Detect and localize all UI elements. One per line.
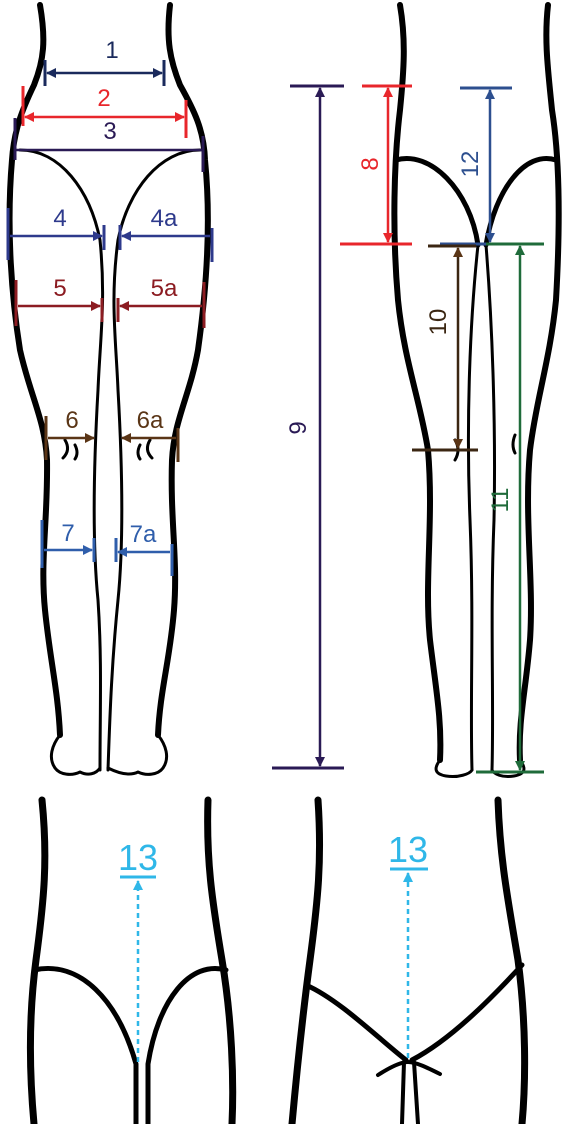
- back-right-outline: [520, 5, 559, 760]
- crotch-back-inner-legs: [402, 1062, 418, 1124]
- label-7: 7: [61, 520, 74, 547]
- front-left-outline: [10, 5, 60, 735]
- label-5: 5: [53, 275, 66, 302]
- label-8: 8: [357, 157, 384, 170]
- front-left-inner-leg: [20, 150, 103, 770]
- front-left-knee: [63, 440, 77, 459]
- label-3: 3: [103, 118, 116, 145]
- crotch-front-left-curve: [34, 968, 136, 1124]
- label-6: 6: [65, 407, 78, 434]
- front-right-inner-leg: [108, 150, 200, 770]
- crotch-back-right-outline: [498, 800, 525, 1124]
- back-view-figure: [394, 5, 558, 777]
- label-13-front: 13: [118, 837, 158, 878]
- front-right-outline: [158, 5, 208, 735]
- crotch-back-left-curve: [306, 985, 406, 1060]
- crotch-back-left-outline: [292, 800, 320, 1124]
- label-10: 10: [425, 309, 452, 336]
- front-left-foot: [51, 735, 100, 774]
- label-13-back: 13: [388, 829, 428, 870]
- label-5a: 5a: [151, 275, 178, 302]
- label-1: 1: [105, 37, 118, 64]
- measurement-13-back: [390, 869, 428, 1058]
- front-right-foot: [108, 735, 167, 774]
- label-7a: 7a: [130, 521, 157, 548]
- crotch-front-right-outline: [208, 800, 233, 1124]
- crotch-front-left-outline: [31, 800, 45, 1124]
- label-6a: 6a: [137, 407, 164, 434]
- back-left-outline: [394, 5, 440, 760]
- label-4: 4: [53, 205, 66, 232]
- label-4a: 4a: [151, 205, 178, 232]
- label-9: 9: [285, 421, 312, 434]
- label-2: 2: [97, 85, 110, 112]
- back-right-knee: [513, 435, 515, 453]
- crotch-front-right-curve: [148, 968, 226, 1124]
- label-11: 11: [487, 488, 514, 513]
- back-right-buttock: [486, 158, 556, 245]
- back-left-inner-leg: [468, 245, 478, 770]
- crotch-back-right-curve: [412, 965, 522, 1060]
- front-right-knee: [138, 440, 152, 459]
- crotch-back-gluteal-fold: [378, 1062, 440, 1075]
- label-12: 12: [457, 151, 484, 178]
